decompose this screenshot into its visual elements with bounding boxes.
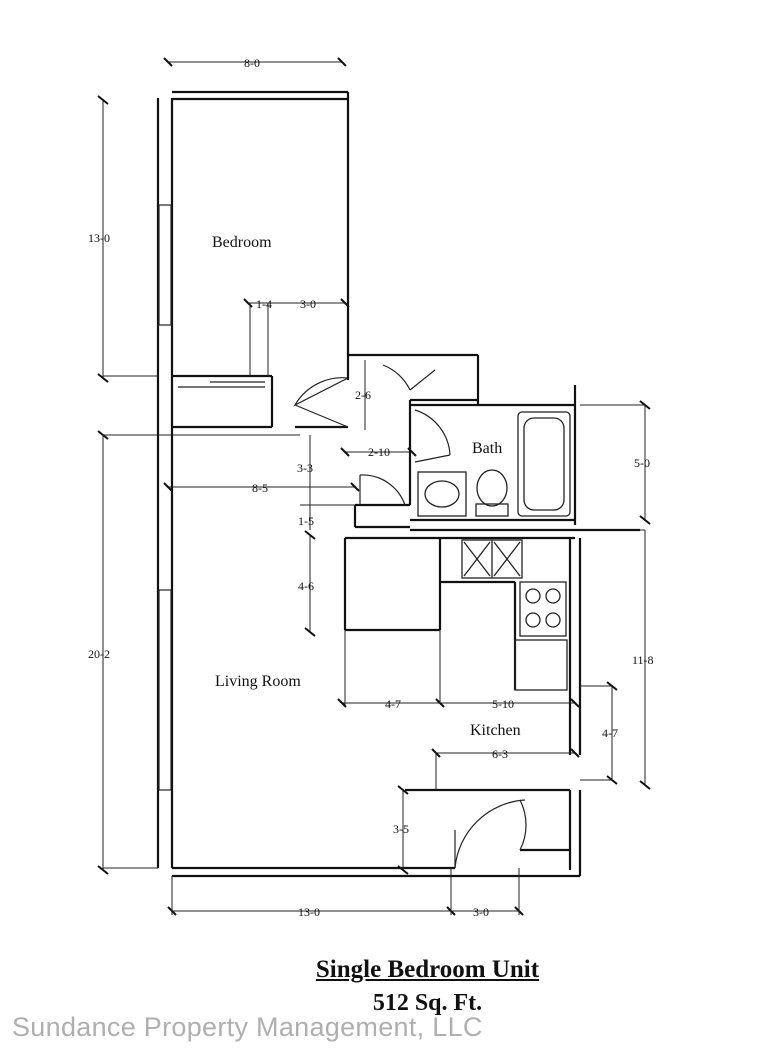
dim-bedroom-width: 8-0 [244, 56, 260, 70]
walls [156, 90, 640, 878]
kitchen-label: Kitchen [470, 722, 521, 739]
doors [293, 364, 527, 869]
dim-nook-width: 4-7 [385, 697, 401, 711]
dim-closet-door: 3-0 [300, 297, 316, 311]
hall-door [382, 364, 411, 391]
bath-door [414, 409, 451, 456]
dim-living-bottom-width: 13-0 [298, 905, 320, 919]
unit-title: Single Bedroom Unit [315, 956, 540, 983]
fixtures [417, 411, 571, 691]
bedroom-window [158, 204, 172, 326]
vestibule-door [519, 799, 527, 851]
dim-living-depth: 20-2 [88, 647, 110, 661]
bedroom-label: Bedroom [212, 234, 272, 251]
dim-hall-width: 2-10 [368, 445, 390, 459]
watermark: Sundance Property Management, LLC [12, 1012, 483, 1042]
dim-living-width: 8-5 [252, 481, 268, 495]
dim-bath-depth: 5-0 [634, 456, 650, 470]
dim-kitchen-width: 5-10 [492, 697, 514, 711]
dim-closet-width: 1-4 [256, 297, 272, 311]
dim-entry-depth: 3-3 [297, 461, 313, 475]
dim-front-door-width: 3-0 [473, 905, 489, 919]
toilet-icon [476, 469, 508, 507]
bath-label: Bath [472, 440, 502, 457]
dimension-lines [97, 57, 651, 916]
dim-vestibule-depth: 3-5 [393, 822, 409, 836]
dim-kitchen-side: 4-7 [602, 726, 618, 740]
refrigerator-icon [514, 639, 568, 691]
dim-kitchen-depth: 11-8 [632, 653, 654, 667]
stove-icon [519, 581, 567, 637]
unit-area: 512 Sq. Ft. [372, 990, 483, 1016]
dim-bedroom-depth: 13-0 [88, 231, 110, 245]
bathtub-icon [517, 411, 571, 517]
closet-door [359, 474, 406, 506]
living-window [158, 589, 172, 791]
front-door [454, 799, 526, 869]
dim-hall-depth: 2-6 [355, 388, 371, 402]
living-room-label: Living Room [215, 673, 301, 690]
dim-offset-depth: 1-5 [298, 514, 314, 528]
dim-entry-width: 6-3 [492, 747, 508, 761]
sink-icon [417, 471, 467, 517]
dim-nook-depth: 4-6 [298, 579, 314, 593]
bedroom-door [293, 377, 349, 407]
